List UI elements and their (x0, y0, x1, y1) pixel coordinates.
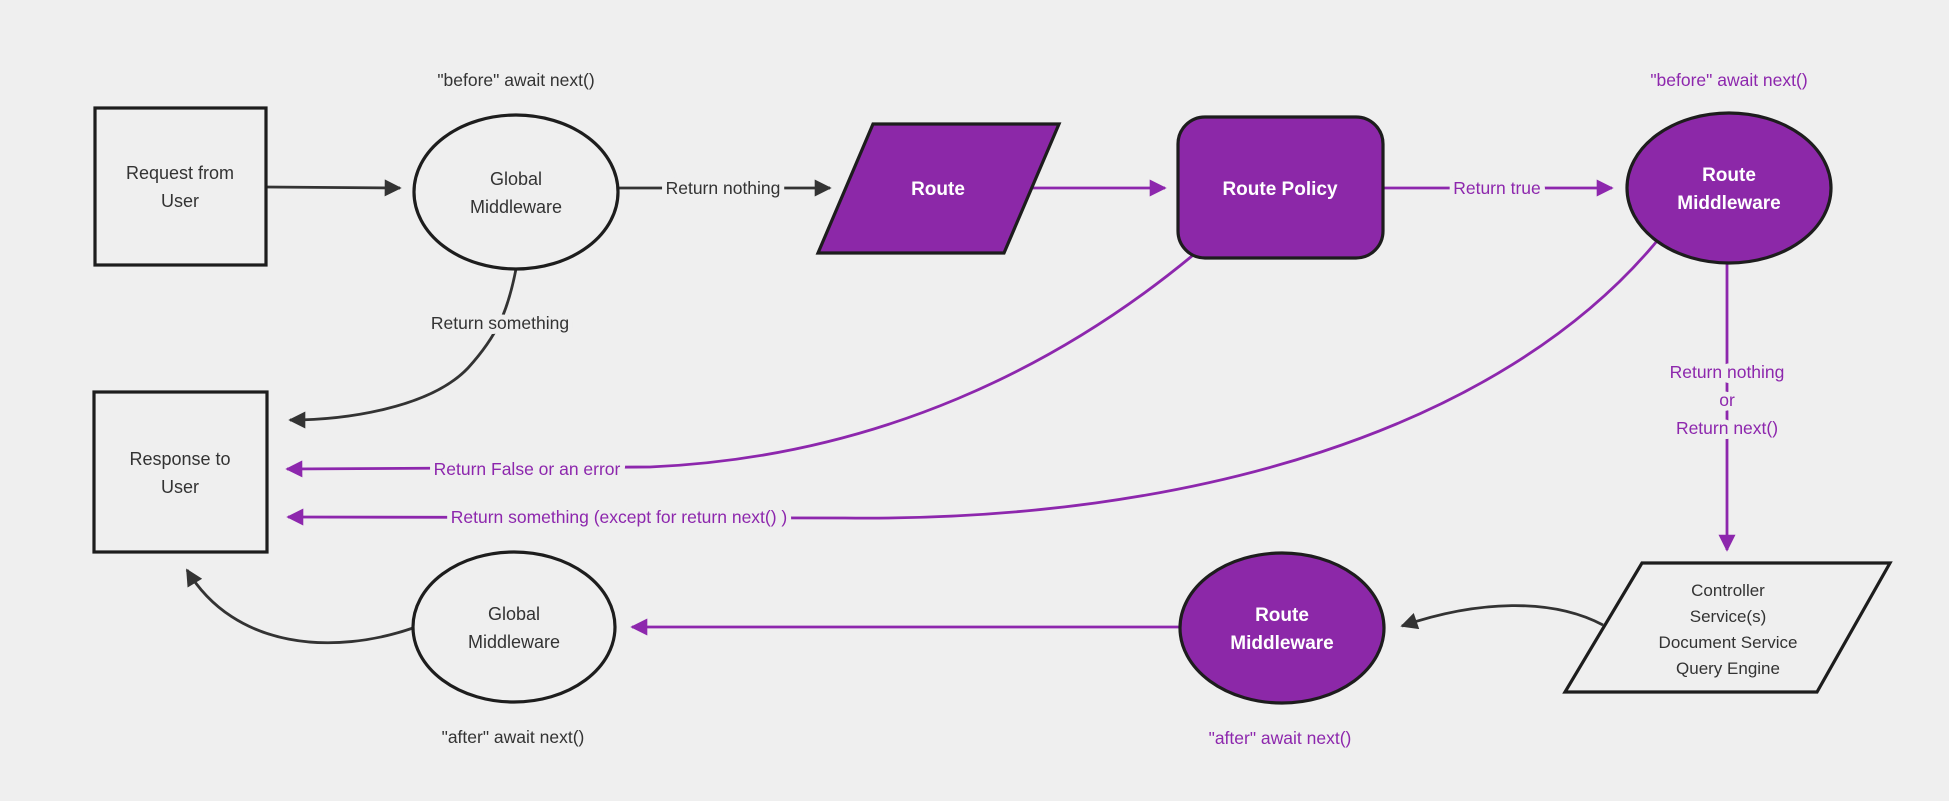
edge-request-to-global-middleware (265, 179, 402, 197)
node-route-middleware-before: Route Middleware (1625, 111, 1833, 265)
node-controller-services: Controller Service(s) Document Service Q… (1562, 561, 1893, 694)
node-route-policy: Route Policy (1176, 115, 1385, 260)
node-response-to-user: Response to User (92, 390, 269, 554)
node-label: Controller (1691, 581, 1765, 600)
node-label: Route (911, 179, 965, 200)
node-global-middleware-before: Global Middleware (412, 113, 620, 271)
node-global-middleware-after: Global Middleware (411, 550, 617, 704)
annotation-before-await-next-black: "before" await next() (437, 70, 594, 90)
node-label: Middleware (1677, 193, 1780, 214)
svg-text:or: or (1719, 390, 1735, 410)
node-label: Global (490, 169, 542, 189)
node-label: Route (1702, 165, 1756, 186)
route-policy-rounded-rectangle (1176, 115, 1385, 260)
request-from-user-rectangle (93, 106, 268, 267)
node-label: Response to (129, 449, 230, 469)
node-label: Route (1255, 605, 1309, 626)
svg-text:Return next(): Return next() (1676, 418, 1778, 438)
response-to-user-rectangle (92, 390, 269, 554)
edge-route-middleware-to-response (286, 240, 1659, 526)
edge-global-middleware-after-to-response (185, 568, 414, 645)
edge-label-return-true: Return true (1453, 178, 1541, 198)
node-label: Middleware (470, 197, 562, 217)
node-label: User (161, 477, 199, 497)
global-middleware-before-ellipse (412, 113, 620, 271)
annotation-before-await-next-purple: "before" await next() (1650, 70, 1807, 90)
svg-text:Return nothing: Return nothing (1670, 362, 1785, 382)
edge-label-return-false-or-error: Return False or an error (434, 459, 621, 479)
edge-route-policy-to-response (285, 254, 1193, 478)
node-label: Service(s) (1690, 607, 1767, 626)
controller-services-parallelogram (1562, 561, 1893, 694)
node-label: Query Engine (1676, 659, 1780, 678)
node-label: Document Service (1659, 633, 1798, 652)
edge-global-middleware-to-response (288, 268, 518, 429)
node-label: Route Policy (1222, 179, 1338, 200)
node-label: User (161, 191, 199, 211)
edge-label-return-something: Return something (431, 313, 569, 333)
node-request-from-user: Request from User (93, 106, 268, 267)
node-label: Middleware (1230, 633, 1333, 654)
node-label: Middleware (468, 632, 560, 652)
edge-label-return-something-except: Return something (except for return next… (451, 507, 788, 527)
route-parallelogram (815, 122, 1062, 255)
node-route: Route (815, 122, 1062, 255)
route-middleware-before-ellipse (1625, 111, 1833, 265)
edge-label-return-nothing: Return nothing (666, 178, 781, 198)
annotation-after-await-next-black: "after" await next() (442, 727, 585, 747)
node-route-middleware-after: Route Middleware (1178, 551, 1386, 705)
route-middleware-after-ellipse (1178, 551, 1386, 705)
node-label: Request from (126, 163, 234, 183)
node-label: Global (488, 604, 540, 624)
global-middleware-after-ellipse (411, 550, 617, 704)
annotation-after-await-next-purple: "after" await next() (1209, 728, 1352, 748)
edge-controller-to-route-middleware-after (1400, 604, 1604, 630)
